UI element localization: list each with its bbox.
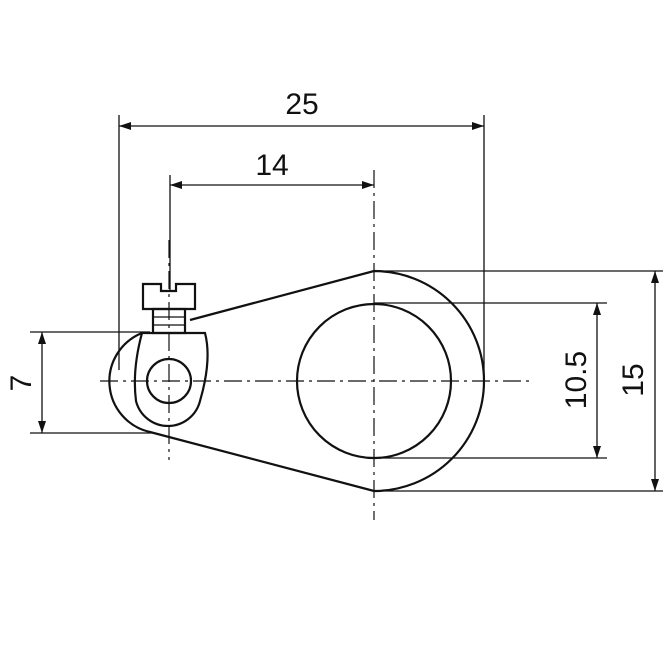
- dimension-lines: [38, 122, 659, 491]
- dimension-7: 7: [5, 375, 38, 392]
- dimension-25: 25: [285, 88, 318, 121]
- terminal-hole: [145, 357, 193, 405]
- extension-lines: [30, 115, 663, 492]
- cable-lug-outline: [108, 269, 486, 493]
- screw-head: [141, 282, 197, 311]
- center-lines: [100, 170, 530, 520]
- dimension-10-5: 10.5: [560, 351, 593, 409]
- dimension-14: 14: [255, 149, 288, 182]
- dimension-15: 15: [617, 363, 650, 396]
- terminal-eye: [133, 331, 209, 427]
